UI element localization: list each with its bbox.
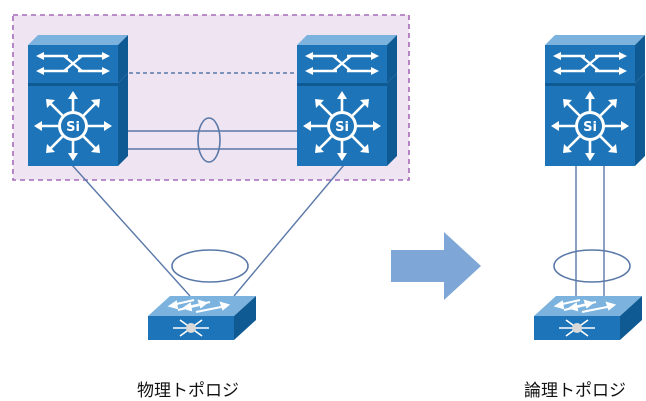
transition-arrow-icon (391, 232, 481, 300)
access-switch-physical (147, 295, 257, 341)
si-label-left: Si (66, 120, 80, 135)
port-channel-ring-vsl (197, 117, 221, 163)
logical-topology-caption: 論理トポロジ (524, 381, 626, 401)
core-switch-left (26, 33, 130, 168)
logical-port-channel-ring (553, 249, 631, 283)
core-switch-logical (543, 33, 646, 168)
physical-links (71, 72, 345, 297)
physical-topology-caption: 物理トポロジ (137, 381, 239, 401)
si-label-right: Si (335, 120, 349, 135)
logical-links (575, 165, 605, 300)
port-channel-ring-uplink (171, 249, 249, 283)
si-label-logical: Si (583, 120, 597, 135)
access-switch-logical (533, 295, 643, 341)
core-switch-right (295, 33, 399, 168)
